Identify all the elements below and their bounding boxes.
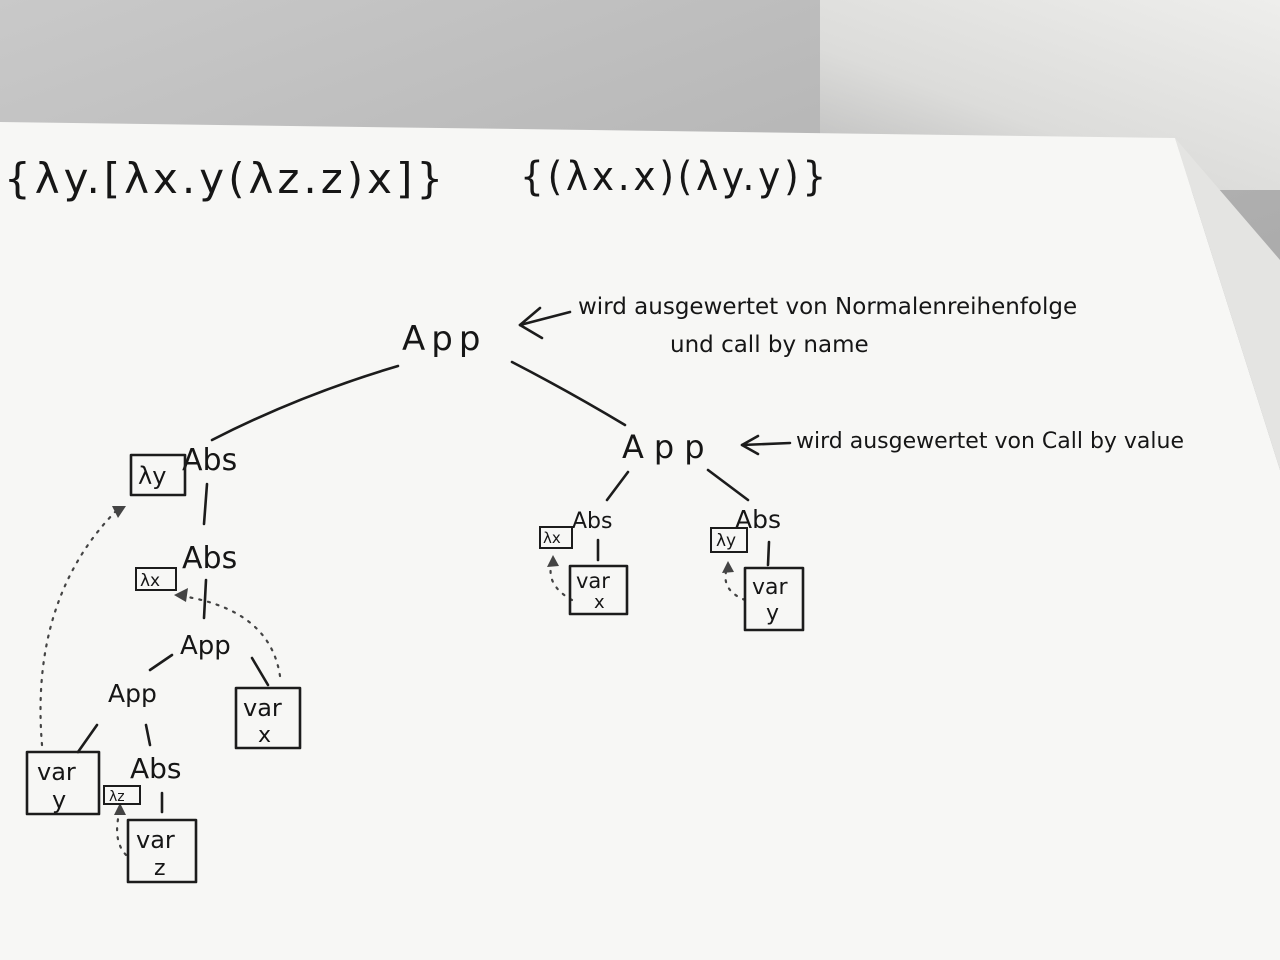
binder-label: λy [716,531,736,551]
var-box-z-left: var z [126,818,198,884]
var-box-y-right: var y [743,566,805,632]
node-app-inner: App [180,631,231,661]
binding-arrow-z [115,808,128,857]
var-box [743,566,805,632]
binder-lambda-z-left: λz [103,785,141,805]
node-abs-y: Abs [182,443,237,478]
binding-arrow-x [180,594,282,678]
edge-app-varx [250,656,270,687]
annotation-root-line1: wird ausgewertet von Normalenreihenfolge [578,294,1077,320]
var-label: var [576,569,610,593]
node-abs-z: Abs [130,752,182,785]
edge-absy-vary [766,540,771,567]
var-name: y [52,786,66,814]
annotation-arrows [518,306,792,456]
node-root-app: App [402,319,486,359]
edge-app-absz [144,723,152,747]
annotation-right-app: wird ausgewertet von Call by value [796,429,1184,454]
binder-lambda-y-right: λy [710,527,748,553]
binder-box [135,567,177,591]
edge-absy-absx [202,482,209,526]
binding-arrowhead-ry [722,561,734,573]
var-name: y [766,601,779,626]
edge-root-right [510,360,627,427]
var-label: var [752,575,789,600]
expression-part1: {λy.[λx.y(λz.z)x]} [4,154,447,203]
var-name: z [154,856,166,881]
var-name: x [594,592,605,613]
var-box-x-left: var x [234,686,302,750]
binder-label: λx [543,529,561,547]
var-box-x-right: var x [568,564,629,616]
binding-arrowhead-z [114,803,126,815]
var-label: var [243,694,282,722]
paper [0,122,1280,960]
edge-rapp-absx [605,470,630,502]
var-label: var [37,758,76,786]
var-box [126,818,198,884]
var-label: var [136,826,175,854]
edge-app-app [148,653,174,672]
binder-lambda-y-left: λy [129,453,187,497]
var-box [568,564,629,616]
binder-box [129,453,187,497]
binding-arrowhead-y [112,506,126,518]
var-box-y-left: var y [25,750,101,816]
binder-lambda-x-left: λx [135,567,177,591]
paper-shadow [1175,138,1280,470]
edge-root-left [210,364,400,442]
binding-arrowhead-rx [547,555,559,567]
binder-label: λy [138,462,166,490]
annotation-arrowhead-root [518,306,544,340]
node-abs-x: Abs [182,541,237,576]
binder-box [539,526,573,549]
expression-part2: {(λx.x)(λy.y)} [520,154,830,200]
node-right-abs-y: Abs [735,505,781,534]
edge-rapp-absy [706,468,750,502]
var-box [25,750,101,816]
binder-label: λz [109,789,125,805]
node-app-lower: App [108,679,157,708]
binder-lambda-x-right: λx [539,526,573,549]
binder-box [103,785,141,805]
annotation-root-line2: und call by name [670,332,869,358]
edge-app-vary [76,723,99,754]
var-box [234,686,302,750]
tree-edges [76,360,771,814]
node-right-abs-x: Abs [572,509,612,534]
binder-box [710,527,748,553]
binder-label: λx [140,571,160,591]
node-right-app: App [622,428,715,466]
annotation-arrow-right-app [740,441,792,447]
annotation-arrowhead-right-app [740,434,760,456]
annotation-arrow-root [518,310,572,327]
binding-arrowhead-x [174,588,188,602]
binding-arrow-y [39,510,117,747]
var-name: x [258,723,271,748]
edge-absx-app [202,578,208,620]
binding-arrows [39,506,747,857]
